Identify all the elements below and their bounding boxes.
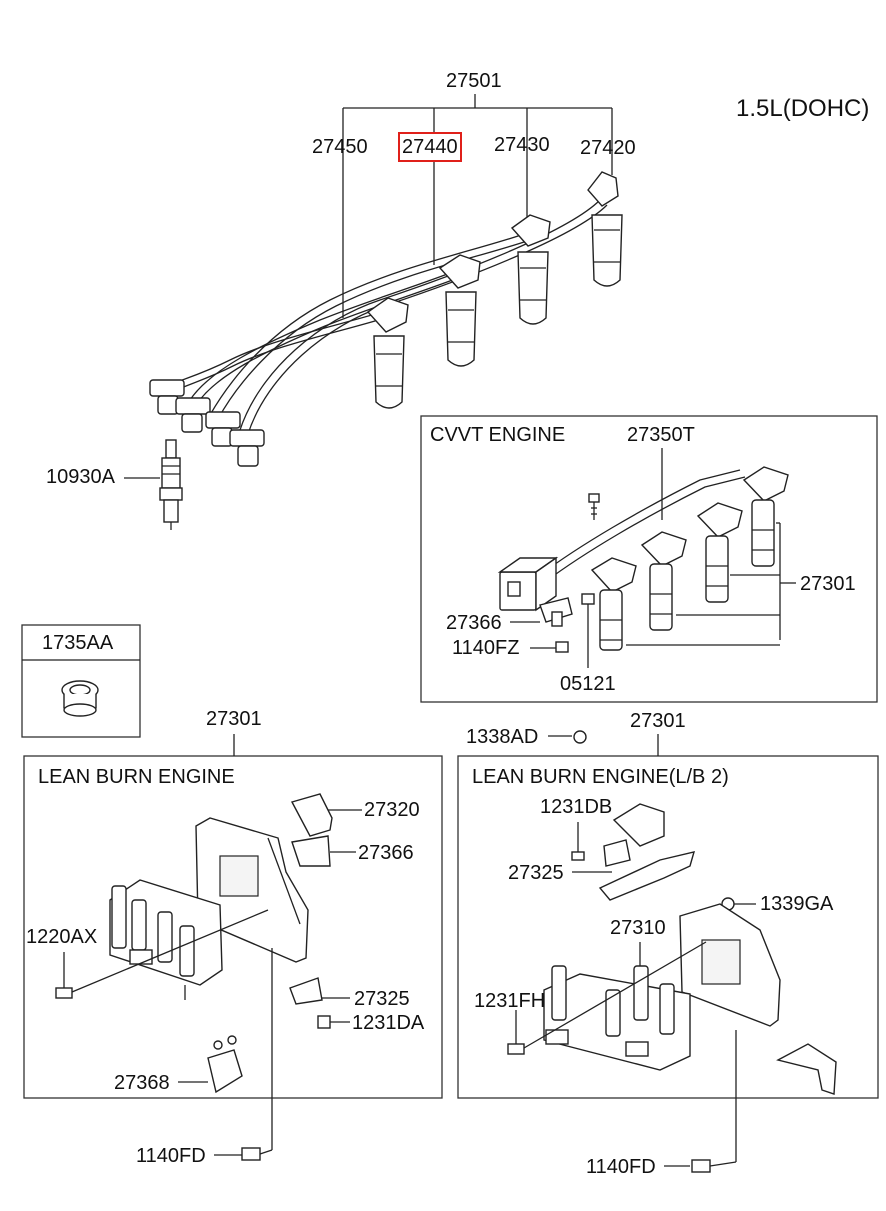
pencil-coil-3[interactable] bbox=[696, 502, 743, 603]
callout-27301-cvvt[interactable]: 27301 bbox=[800, 573, 856, 595]
wire-boot-27420[interactable] bbox=[587, 171, 623, 287]
lb2-coil-pack[interactable] bbox=[543, 942, 691, 1071]
lean-sensor-27368[interactable] bbox=[178, 1035, 243, 1094]
grommet-box bbox=[21, 624, 141, 738]
callout-05121[interactable]: 05121 bbox=[560, 673, 616, 695]
callout-27368[interactable]: 27368 bbox=[114, 1072, 170, 1094]
callout-1220AX[interactable]: 1220AX bbox=[26, 926, 98, 948]
callout-27301-lb2[interactable]: 27301 bbox=[630, 710, 686, 732]
pencil-coil-2[interactable] bbox=[640, 531, 687, 631]
spark-plug-wire-set[interactable] bbox=[149, 171, 623, 467]
section-title-cvvt: CVVT ENGINE bbox=[430, 424, 566, 446]
callout-1338AD[interactable]: 1338AD bbox=[466, 726, 539, 748]
callout-27350T[interactable]: 27350T bbox=[627, 424, 695, 446]
callout-1231DA[interactable]: 1231DA bbox=[352, 1012, 425, 1034]
callout-27310[interactable]: 27310 bbox=[610, 917, 666, 939]
grommet-1735AA[interactable] bbox=[61, 680, 99, 717]
callout-27325-lean[interactable]: 27325 bbox=[354, 988, 410, 1010]
callout-1140FZ[interactable]: 1140FZ bbox=[452, 637, 520, 659]
cvvt-bolt[interactable] bbox=[588, 493, 600, 520]
callout-27325-lb2[interactable]: 27325 bbox=[508, 862, 564, 884]
lean-burn-lb2-box bbox=[457, 755, 879, 1099]
lean-bolt-1220AX[interactable] bbox=[55, 909, 269, 999]
lb2-bolt-1231DB[interactable] bbox=[571, 822, 585, 861]
cvvt-bolt-05121[interactable] bbox=[581, 593, 595, 668]
lb2-connector-27320[interactable] bbox=[612, 803, 665, 847]
cvvt-coil-harness[interactable] bbox=[497, 469, 746, 612]
cvvt-sensor-27366[interactable] bbox=[510, 597, 573, 627]
wire-boot-27440[interactable] bbox=[438, 254, 481, 367]
callout-1140FD-right[interactable]: 1140FD bbox=[586, 1156, 656, 1178]
cvvt-bolt-1140FZ[interactable] bbox=[530, 641, 569, 653]
pencil-coil-1[interactable] bbox=[590, 557, 637, 651]
nut-1338AD[interactable] bbox=[548, 730, 587, 744]
lean-bolt-1140FD[interactable] bbox=[214, 948, 273, 1161]
wire-boot-27450[interactable] bbox=[366, 297, 409, 409]
section-title-lb2: LEAN BURN ENGINE(L/B 2) bbox=[472, 766, 729, 788]
callout-1735AA[interactable]: 1735AA bbox=[42, 632, 114, 654]
wire-boot-27430[interactable] bbox=[510, 214, 551, 325]
leader-27301-cvvt bbox=[626, 522, 796, 646]
callout-1231DB[interactable]: 1231DB bbox=[540, 796, 613, 818]
plug-boots[interactable] bbox=[149, 379, 265, 467]
engine-spec-label: 1.5L(DOHC) bbox=[736, 95, 870, 122]
leader-27501 bbox=[342, 94, 613, 318]
lean-bracket[interactable] bbox=[195, 817, 309, 963]
callout-1339GA[interactable]: 1339GA bbox=[760, 893, 834, 915]
lean-coil-pack[interactable] bbox=[109, 879, 223, 1000]
callout-27450[interactable]: 27450 bbox=[312, 136, 368, 158]
callout-1231FH[interactable]: 1231FH bbox=[474, 990, 546, 1012]
callout-27320[interactable]: 27320 bbox=[364, 799, 420, 821]
callout-10930A[interactable]: 10930A bbox=[46, 466, 115, 488]
callout-27420[interactable]: 27420 bbox=[580, 137, 636, 159]
callout-27301-lean[interactable]: 27301 bbox=[206, 708, 262, 730]
lb2-bracket[interactable] bbox=[679, 903, 837, 1095]
callout-27440-highlighted[interactable]: 27440 bbox=[398, 132, 462, 162]
pencil-coil-4[interactable] bbox=[742, 466, 789, 567]
lb2-sensor-27325[interactable] bbox=[572, 839, 696, 901]
lb2-bolt-1140FD[interactable] bbox=[664, 1030, 737, 1173]
section-title-lean: LEAN BURN ENGINE bbox=[38, 766, 235, 788]
callout-27366-lean[interactable]: 27366 bbox=[358, 842, 414, 864]
lean-burn-box bbox=[23, 755, 443, 1099]
spark-plug-10930A[interactable] bbox=[124, 439, 183, 530]
lean-connector-27320[interactable] bbox=[290, 793, 362, 837]
lb2-bolt-1231FH[interactable] bbox=[507, 941, 707, 1055]
lean-sensor-27325[interactable] bbox=[289, 977, 350, 1005]
callout-27366-cvvt[interactable]: 27366 bbox=[446, 612, 502, 634]
callout-27501[interactable]: 27501 bbox=[446, 70, 502, 92]
callout-1140FD-left[interactable]: 1140FD bbox=[136, 1145, 206, 1167]
callout-27430[interactable]: 27430 bbox=[494, 134, 550, 156]
lean-bracket-27366[interactable] bbox=[291, 835, 356, 867]
cvvt-engine-box bbox=[420, 415, 878, 703]
lean-bolt-1231DA[interactable] bbox=[317, 1015, 350, 1029]
